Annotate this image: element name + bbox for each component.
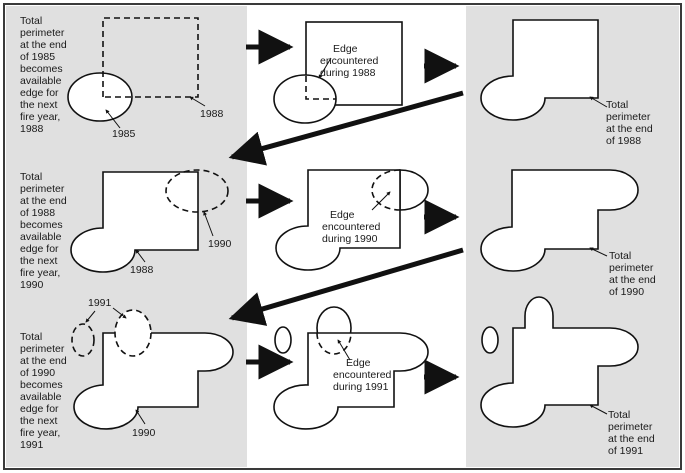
row1-1988-pointer <box>189 96 206 107</box>
row1-middle-encountered-edge <box>305 76 336 100</box>
row3-label-1991: 1991 <box>88 297 112 309</box>
row3-right-pointer <box>589 404 608 415</box>
row1-label-1988: 1988 <box>200 108 224 120</box>
row3-middle-text: Edge encountered during 1991 <box>333 357 394 393</box>
row2-label-1990: 1990 <box>208 238 232 250</box>
row3-left-text: Total perimeter at the end of 1990 becom… <box>20 331 70 451</box>
row1-1985-pointer <box>105 109 121 129</box>
row3-middle-small-ellipse <box>274 326 292 354</box>
row3-right-small-ellipse <box>481 326 499 354</box>
row3-1990-pointer <box>135 409 146 425</box>
row-1: Total perimeter at the end of 1985 becom… <box>20 15 656 147</box>
row1-middle-text: Edge encountered during 1988 <box>320 43 381 79</box>
row3-middle-encountered-edge <box>316 332 352 355</box>
row2-1990-pointer <box>203 211 214 237</box>
row2-label-1988: 1988 <box>130 264 154 276</box>
row1-middle-square <box>305 21 403 106</box>
row2-middle-new-lobe <box>399 169 429 211</box>
row3-1991-pointer-large <box>112 307 127 319</box>
row2-right-pointer <box>589 247 608 257</box>
row2-perimeter-1988 <box>70 171 199 273</box>
row3-fire-1991-dashed-ellipse-large <box>114 309 152 357</box>
row3-label-1990: 1990 <box>132 427 156 439</box>
row2-fire-1990-dashed-ellipse <box>165 169 229 213</box>
row2-middle-text: Edge encountered during 1990 <box>322 209 383 245</box>
row2-left-text: Total perimeter at the end of 1988 becom… <box>20 171 70 291</box>
row-3: Total perimeter at the end of 1990 becom… <box>20 296 658 457</box>
row2-1988-pointer <box>135 249 146 263</box>
arrow-row2-to-row3 <box>228 247 464 326</box>
row3-perimeter-1990 <box>73 332 234 430</box>
row3-right-merged-perimeter <box>480 296 639 428</box>
row2-right-text: Total perimeter at the end of 1990 <box>609 250 659 298</box>
row1-left-text: Total perimeter at the end of 1985 becom… <box>20 15 70 135</box>
row3-right-text: Total perimeter at the end of 1991 <box>608 409 658 457</box>
row3-fire-1991-dashed-ellipse-small <box>71 323 95 357</box>
row3-1991-pointer-small <box>85 310 96 323</box>
row1-fire-1988-dashed-square <box>102 17 199 98</box>
row2-middle-shape <box>275 169 401 271</box>
row1-right-text: Total perimeter at the end of 1988 <box>606 99 656 147</box>
row1-right-pointer <box>589 96 608 108</box>
row1-right-merged-perimeter <box>480 19 599 121</box>
row2-right-merged-perimeter <box>480 169 639 272</box>
row1-label-1985: 1985 <box>112 128 136 140</box>
row2-middle-encountered-edge <box>371 169 401 211</box>
row1-middle-pointer <box>318 57 332 79</box>
row3-middle-pointer <box>337 339 351 361</box>
row3-middle-shape <box>273 332 429 430</box>
arrow-row1-to-row2 <box>228 90 464 166</box>
row2-middle-pointer <box>371 191 391 211</box>
row-2: Total perimeter at the end of 1988 becom… <box>20 169 659 298</box>
row1-fire-1985-ellipse <box>67 72 133 122</box>
outer-frame <box>3 3 682 470</box>
